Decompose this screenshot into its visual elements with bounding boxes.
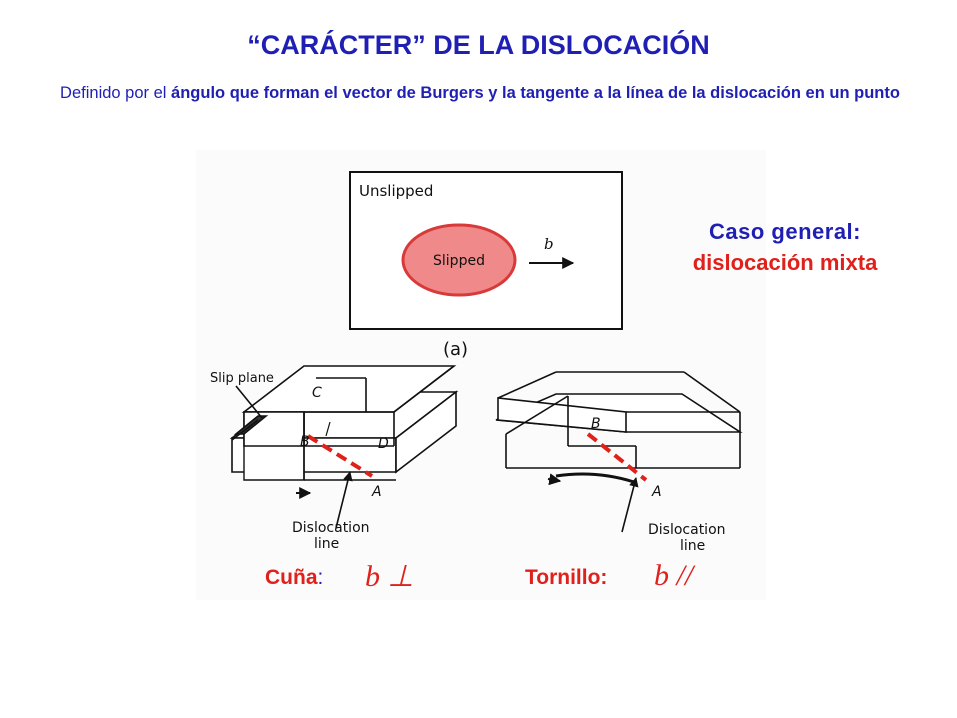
edge-point-b: B [300, 434, 310, 450]
burgers-vector-label: b [544, 235, 554, 253]
subtitle-prefix: Definido por el [60, 84, 172, 102]
edge-pointer [335, 471, 353, 529]
slipped-region [401, 223, 517, 297]
edge-word: Cuña [265, 566, 318, 589]
edge-point-d: D [378, 436, 389, 452]
subtitle-emphasis: ángulo que forman el vector de Burgers y… [171, 84, 900, 102]
general-case-line2: dislocación mixta [692, 250, 878, 275]
edge-dislocation-label: Dislocation [292, 520, 370, 536]
screw-line-label: line [680, 538, 705, 554]
screw-block [495, 371, 743, 486]
slip-plane-label: Slip plane [210, 371, 274, 386]
dislocation-figure: Unslipped Slipped b (a) Slip plane C B [196, 150, 766, 600]
edge-dislocation-line [306, 434, 374, 478]
page-subtitle: Definido por el ángulo que forman el vec… [55, 81, 905, 106]
screw-character-label: Tornillo: [525, 566, 608, 589]
slipped-label: Slipped [433, 253, 485, 269]
edge-block [229, 365, 459, 499]
general-case-label: Caso general: dislocación mixta [640, 216, 930, 278]
edge-point-a: A [371, 484, 382, 500]
general-case-line1: Caso general: [709, 219, 861, 244]
panel-a-caption: (a) [443, 339, 468, 360]
edge-character-label: Cuña: [265, 566, 323, 590]
screw-dislocation-label: Dislocation [648, 522, 726, 538]
edge-colon: : [317, 566, 324, 589]
edge-point-c: C [312, 385, 322, 401]
screw-point-b: B [591, 416, 601, 432]
screw-pointer [621, 477, 639, 533]
screw-symbol: b // [654, 559, 694, 592]
screw-point-a: A [651, 484, 662, 500]
edge-symbol: b ⊥ [365, 560, 414, 593]
panel-a: Unslipped Slipped b (a) [349, 171, 623, 360]
edge-line-label: line [314, 536, 339, 552]
screw-dislocation-line [586, 432, 648, 482]
page-title: “CARÁCTER” DE LA DISLOCACIÓN [247, 30, 710, 60]
unslipped-label: Unslipped [359, 182, 433, 200]
